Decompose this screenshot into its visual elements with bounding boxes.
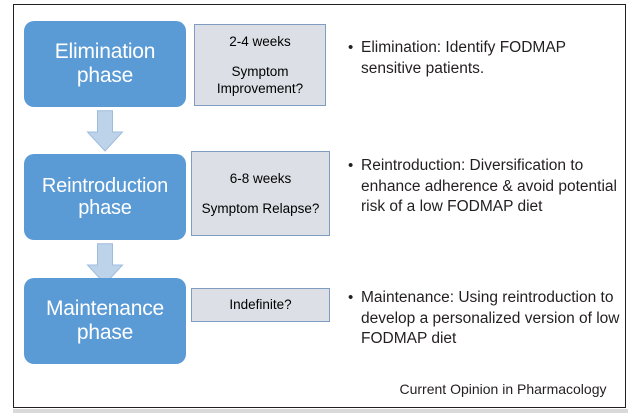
phase-box-reintroduction-line1: Reintroduction	[41, 174, 169, 197]
phase-box-maintenance-line1: Maintenance	[45, 297, 165, 321]
bottom-shade-strip	[13, 409, 628, 413]
info-box-reintroduction: 6-8 weeks Symptom Relapse?	[191, 151, 330, 236]
info-box-elimination-duration: 2-4 weeks	[229, 33, 291, 49]
down-arrow-icon	[86, 110, 124, 152]
phase-box-elimination: Elimination phase	[24, 21, 186, 107]
bullet-dot-icon: •	[348, 157, 354, 174]
info-box-elimination-question-line2: Improvement?	[216, 81, 304, 97]
bullet-item-maintenance: • Maintenance: Using reintroduction to d…	[348, 288, 633, 350]
phase-box-maintenance-label: Maintenance phase	[46, 297, 164, 344]
info-box-maintenance-duration: Indefinite?	[229, 297, 292, 313]
phase-box-maintenance: Maintenance phase	[24, 278, 186, 364]
down-arrow-icon	[86, 243, 124, 285]
bullet-item-elimination: • Elimination: Identify FODMAP sensitive…	[348, 38, 630, 79]
info-box-reintroduction-duration: 6-8 weeks	[229, 170, 292, 186]
bullet-text-elimination: Elimination: Identify FODMAP sensitive p…	[361, 39, 566, 77]
phase-box-elimination-label: Elimination phase	[55, 40, 156, 87]
info-box-reintroduction-question: Symptom Relapse?	[201, 201, 320, 216]
phase-box-elimination-line2: phase	[76, 64, 134, 87]
bullet-dot-icon: •	[348, 289, 354, 306]
info-box-elimination-question-line1: Symptom	[231, 63, 289, 79]
bullet-dot-icon: •	[348, 39, 354, 56]
phase-box-reintroduction: Reintroduction phase	[24, 154, 186, 240]
bullet-text-maintenance: Maintenance: Using reintroduction to dev…	[361, 289, 620, 348]
bullet-item-reintroduction: • Reintroduction: Diversification to enh…	[348, 156, 633, 218]
phase-box-elimination-line1: Elimination	[54, 40, 156, 64]
info-box-maintenance: Indefinite?	[191, 288, 330, 322]
phase-box-reintroduction-line2: phase	[78, 197, 132, 219]
info-box-elimination: 2-4 weeks Symptom Improvement?	[194, 24, 326, 106]
phase-box-reintroduction-label: Reintroduction phase	[42, 175, 168, 220]
bullet-text-reintroduction: Reintroduction: Diversification to enhan…	[361, 157, 617, 216]
phase-box-maintenance-line2: phase	[76, 321, 134, 344]
journal-caption: Current Opinion in Pharmacology	[399, 381, 607, 397]
